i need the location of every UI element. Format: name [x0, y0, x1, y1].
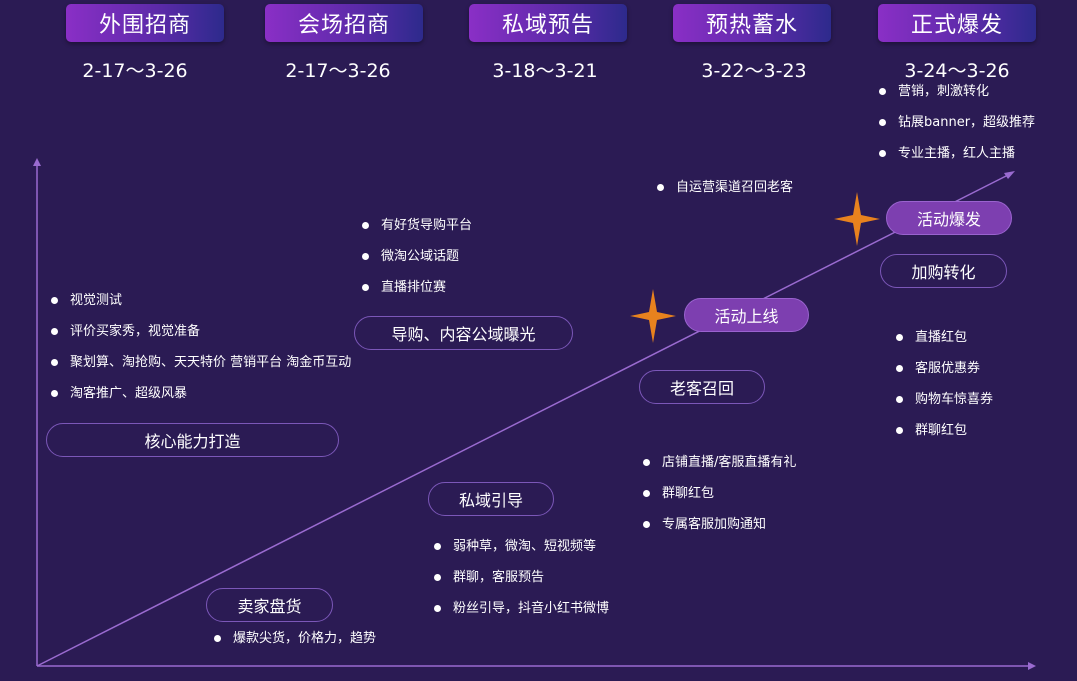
- stage-burst: 活动爆发: [886, 201, 1012, 235]
- bullet-icon: [51, 297, 58, 304]
- stage-private: 私域引导: [428, 482, 554, 516]
- phase-date-4: 3-22～3-23: [701, 60, 807, 82]
- bullet-icon: [657, 184, 664, 191]
- bullet-icon: [434, 543, 441, 550]
- bullet-icon: [896, 334, 903, 341]
- list-item: 客服优惠券: [896, 361, 993, 392]
- sparkle-star-icon: [630, 289, 676, 343]
- list-item: 群聊红包: [643, 486, 796, 517]
- list-core: 视觉测试 评价买家秀，视觉准备 聚划算、淘抢购、天天特价 营销平台 淘金币互动 …: [51, 293, 351, 417]
- list-item: 群聊红包: [896, 423, 993, 454]
- phase-date-3: 3-18～3-21: [492, 60, 598, 82]
- bullet-icon: [879, 119, 886, 126]
- list-item: 弱种草，微淘、短视频等: [434, 539, 609, 570]
- bullet-icon: [362, 284, 369, 291]
- bullet-icon: [362, 253, 369, 260]
- list-item: 群聊，客服预告: [434, 570, 609, 601]
- bullet-icon: [896, 427, 903, 434]
- phase-date-2: 2-17～3-26: [285, 60, 391, 82]
- list-addcart: 直播红包 客服优惠券 购物车惊喜券 群聊红包: [896, 330, 993, 454]
- phase-date-1: 2-17～3-26: [82, 60, 188, 82]
- bullet-icon: [643, 521, 650, 528]
- list-item: 直播红包: [896, 330, 993, 361]
- growth-line-arrow: [1004, 171, 1015, 179]
- bullet-icon: [896, 365, 903, 372]
- bullet-icon: [879, 88, 886, 95]
- list-item: 店铺直播/客服直播有礼: [643, 455, 796, 486]
- bullet-icon: [51, 390, 58, 397]
- list-burst-top: 营销，刺激转化 钻展banner，超级推荐 专业主播，红人主播: [879, 84, 1035, 177]
- list-item: 直播排位赛: [362, 280, 472, 311]
- phase-title-4: 预热蓄水: [673, 4, 831, 42]
- stage-core: 核心能力打造: [46, 423, 339, 457]
- bullet-icon: [51, 328, 58, 335]
- stage-guide: 导购、内容公域曝光: [354, 316, 573, 350]
- bullet-icon: [51, 359, 58, 366]
- list-item: 微淘公域话题: [362, 249, 472, 280]
- y-axis-arrow: [33, 158, 41, 166]
- growth-line: [36, 172, 1013, 667]
- list-item: 有好货导购平台: [362, 218, 472, 249]
- list-item: 视觉测试: [51, 293, 351, 324]
- phase-title-5: 正式爆发: [878, 4, 1036, 42]
- list-item: 聚划算、淘抢购、天天特价 营销平台 淘金币互动: [51, 355, 351, 386]
- list-item: 购物车惊喜券: [896, 392, 993, 423]
- list-item: 爆款尖货，价格力，趋势: [214, 631, 376, 662]
- stage-addcart: 加购转化: [880, 254, 1007, 288]
- list-recall-bottom: 店铺直播/客服直播有礼 群聊红包 专属客服加购通知: [643, 455, 796, 548]
- list-item: 自运营渠道召回老客: [657, 180, 793, 211]
- list-item: 营销，刺激转化: [879, 84, 1035, 115]
- x-axis-arrow: [1028, 662, 1036, 670]
- phase-title-2: 会场招商: [265, 4, 423, 42]
- list-item: 专业主播，红人主播: [879, 146, 1035, 177]
- bullet-icon: [214, 635, 221, 642]
- bullet-icon: [896, 396, 903, 403]
- list-guide: 有好货导购平台 微淘公域话题 直播排位赛: [362, 218, 472, 311]
- list-item: 钻展banner，超级推荐: [879, 115, 1035, 146]
- bullet-icon: [434, 574, 441, 581]
- stage-recall: 老客召回: [639, 370, 765, 404]
- list-item: 淘客推广、超级风暴: [51, 386, 351, 417]
- list-recall-top: 自运营渠道召回老客: [657, 180, 793, 211]
- bullet-icon: [434, 605, 441, 612]
- phase-title-3: 私域预告: [469, 4, 627, 42]
- list-private: 弱种草，微淘、短视频等 群聊，客服预告 粉丝引导，抖音小红书微博: [434, 539, 609, 632]
- phase-title-1: 外围招商: [66, 4, 224, 42]
- list-item: 评价买家秀，视觉准备: [51, 324, 351, 355]
- list-item: 粉丝引导，抖音小红书微博: [434, 601, 609, 632]
- sparkle-star-icon: [834, 192, 880, 246]
- list-item: 专属客服加购通知: [643, 517, 796, 548]
- bullet-icon: [362, 222, 369, 229]
- stage-online: 活动上线: [684, 298, 809, 332]
- bullet-icon: [643, 459, 650, 466]
- bullet-icon: [643, 490, 650, 497]
- stage-seller: 卖家盘货: [206, 588, 333, 622]
- list-seller: 爆款尖货，价格力，趋势: [214, 631, 376, 662]
- phase-date-5: 3-24～3-26: [904, 60, 1010, 82]
- bullet-icon: [879, 150, 886, 157]
